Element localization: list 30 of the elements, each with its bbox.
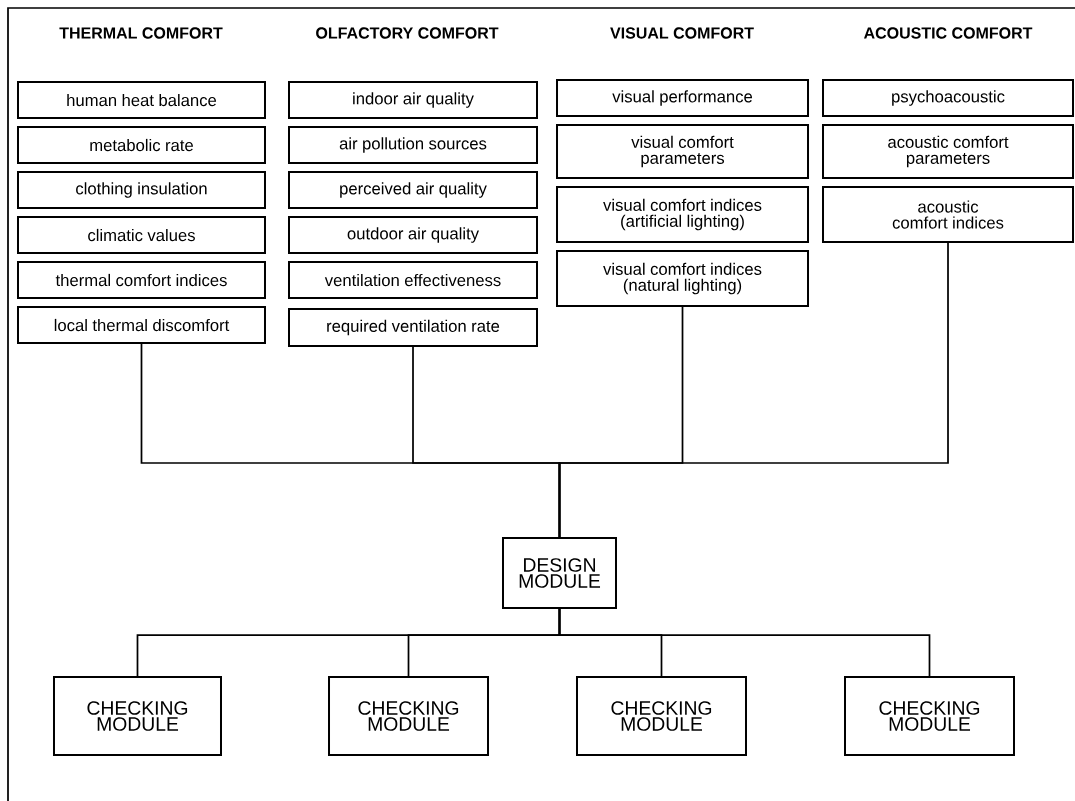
parameter-box: metabolic rate (17, 126, 266, 164)
parameter-box: outdoor air quality (288, 216, 538, 254)
parameter-box: visual comfort indices (natural lighting) (556, 250, 809, 307)
parameter-box: ventilation effectiveness (288, 261, 538, 299)
parameter-box: visual performance (556, 79, 809, 117)
column-heading: VISUAL COMFORT (610, 27, 754, 39)
parameter-box: indoor air quality (288, 81, 538, 119)
parameter-box: thermal comfort indices (17, 261, 266, 299)
parameter-box: visual comfort parameters (556, 124, 809, 179)
connector-line (558, 242, 949, 538)
module-box: CHECKING MODULE (328, 676, 489, 756)
column-heading: ACOUSTIC COMFORT (863, 27, 1033, 39)
parameter-box: acoustic comfort parameters (822, 124, 1074, 179)
module-box: CHECKING MODULE (844, 676, 1015, 756)
parameter-box: acoustic comfort indices (822, 186, 1074, 243)
parameter-box: required ventilation rate (288, 308, 538, 347)
module-box: CHECKING MODULE (53, 676, 222, 756)
column-heading: THERMAL COMFORT (59, 27, 223, 39)
parameter-box: visual comfort indices (artificial lighting) (556, 186, 809, 243)
module-box: DESIGN MODULE (502, 537, 617, 609)
column-heading: OLFACTORY COMFORT (316, 27, 499, 39)
parameter-box: clothing insulation (17, 171, 266, 209)
parameter-box: perceived air quality (288, 171, 538, 209)
parameter-box: climatic values (17, 216, 266, 254)
parameter-box: human heat balance (17, 81, 266, 119)
connector-line (558, 608, 931, 677)
parameter-box: psychoacoustic (822, 79, 1074, 117)
module-box: CHECKING MODULE (576, 676, 747, 756)
parameter-box: air pollution sources (288, 126, 538, 164)
parameter-box: local thermal discomfort (17, 306, 266, 344)
